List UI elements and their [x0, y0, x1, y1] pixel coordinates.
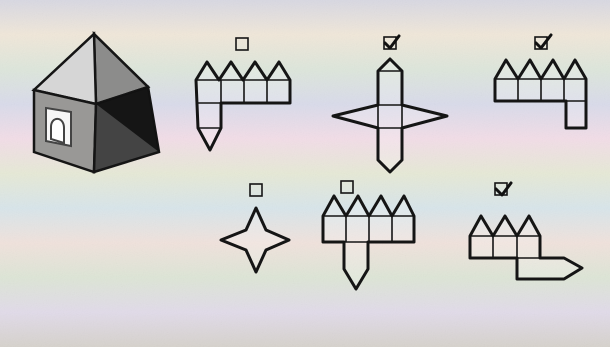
option-4-net: [219, 206, 291, 274]
option-6[interactable]: [468, 181, 584, 281]
option-3-checkmark: [534, 33, 553, 50]
option-6-checkmark: [494, 181, 513, 197]
reference-solid: [31, 30, 161, 174]
option-5-checkbox[interactable]: [340, 180, 354, 194]
window-arch: [50, 117, 65, 145]
option-2[interactable]: [331, 34, 449, 174]
option-1-folds: [196, 79, 290, 129]
option-4[interactable]: [219, 183, 291, 274]
cube-right-shadow: [96, 87, 159, 152]
option-2-checkmark: [383, 34, 401, 50]
option-5-folds: [323, 215, 414, 243]
option-3-folds: [495, 78, 586, 102]
option-6-folds: [470, 235, 541, 259]
option-5[interactable]: [321, 180, 416, 291]
option-4-checkbox[interactable]: [249, 183, 263, 197]
option-1-checkbox[interactable]: [235, 37, 249, 51]
option-2-folds: [377, 70, 403, 129]
option-3[interactable]: [493, 33, 588, 130]
option-1[interactable]: [194, 37, 292, 152]
